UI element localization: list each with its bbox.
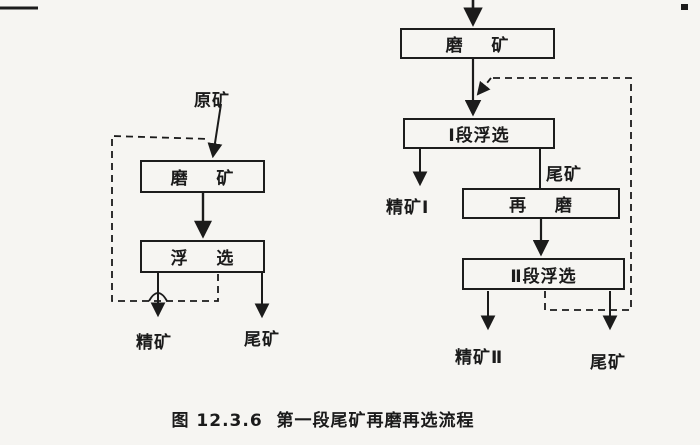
right-regrind-box: 再 磨: [462, 188, 620, 219]
right-flotation2-box: Ⅱ段浮选: [462, 258, 625, 290]
scan-artifact-top-right: [681, 4, 688, 10]
left-line-hop: [148, 292, 168, 302]
right-mid-tailings-label: 尾矿: [546, 165, 582, 185]
left-feed-line: [207, 103, 223, 159]
figure-caption: 图 12.3.6 第一段尾矿再磨再选流程: [171, 411, 475, 431]
left-flotation-box: 浮 选: [140, 240, 265, 273]
right-recycle-dashed: [491, 77, 632, 311]
left-recycle-dashed: [111, 135, 219, 302]
right-recycle-arrow: [476, 77, 492, 96]
right-tailings-label: 尾矿: [590, 353, 626, 373]
right-flotation1-box: Ⅰ段浮选: [403, 118, 555, 149]
left-tailings-label: 尾矿: [244, 330, 280, 350]
right-concentrate2-label: 精矿Ⅱ: [455, 348, 504, 368]
right-grinding-box: 磨 矿: [400, 28, 555, 59]
right-concentrate1-label: 精矿Ⅰ: [386, 198, 430, 218]
left-feed-label: 原矿: [194, 91, 230, 111]
left-grinding-box: 磨 矿: [140, 160, 265, 193]
left-concentrate-label: 精矿: [136, 333, 172, 353]
